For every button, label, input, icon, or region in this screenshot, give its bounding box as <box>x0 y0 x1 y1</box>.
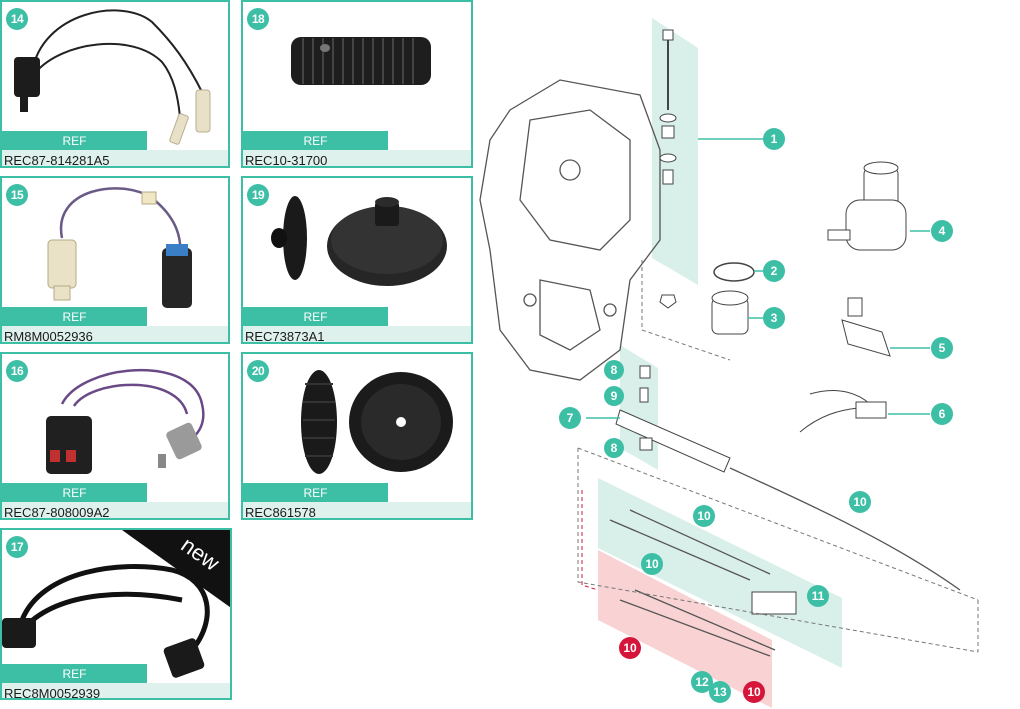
callout-7[interactable]: 7 <box>559 407 581 429</box>
callout-10a[interactable]: 10 <box>849 491 871 513</box>
sender-harness <box>799 390 887 433</box>
shift-cable <box>609 467 961 657</box>
callout-10e[interactable]: 10 <box>743 681 765 703</box>
serpentine-pulley-image <box>301 370 453 474</box>
callout-12[interactable]: 12 <box>691 671 713 693</box>
callout-1[interactable]: 1 <box>763 128 785 150</box>
product-card-20[interactable]: 20 REF REC861578 <box>241 352 473 520</box>
svg-text:10: 10 <box>747 685 761 699</box>
product-card-18[interactable]: 18 REF REC10-31700 <box>241 0 473 168</box>
svg-text:10: 10 <box>697 509 711 523</box>
wire-harness-image <box>14 9 211 145</box>
ref-label: REF <box>243 483 388 502</box>
ref-label: REF <box>2 307 147 326</box>
connector-harness-image <box>46 368 205 474</box>
ref-label: REF <box>2 131 147 150</box>
ref-label: REF <box>243 131 388 150</box>
svg-text:5: 5 <box>939 341 946 355</box>
o-ring <box>713 262 755 282</box>
callout-6[interactable]: 6 <box>931 403 953 425</box>
new-badge: new <box>122 530 230 610</box>
callout-10d[interactable]: 10 <box>619 637 641 659</box>
callout-10b[interactable]: 10 <box>693 505 715 527</box>
svg-text:11: 11 <box>812 589 825 603</box>
sensor-harness-image <box>47 187 192 308</box>
product-card-14[interactable]: 14 REF REC87-814281A5 <box>0 0 230 168</box>
callout-3[interactable]: 3 <box>763 307 785 329</box>
part-code: REC87-814281A5 <box>2 150 228 166</box>
svg-text:10: 10 <box>645 557 659 571</box>
shift-lever <box>615 365 731 473</box>
bushing <box>711 290 749 335</box>
callout-11[interactable]: 11 <box>807 585 829 607</box>
svg-text:10: 10 <box>853 495 867 509</box>
small-bracket <box>841 297 891 357</box>
svg-text:1: 1 <box>771 132 778 146</box>
pump <box>827 161 907 251</box>
part-code: REC861578 <box>243 502 471 518</box>
item-number-badge: 19 <box>247 184 269 206</box>
svg-text:12: 12 <box>695 675 709 689</box>
callout-8b[interactable]: 8 <box>604 438 624 458</box>
callout-8a[interactable]: 8 <box>604 360 624 380</box>
item-number-badge: 17 <box>6 536 28 558</box>
cable-zone-teal <box>598 478 842 668</box>
item-number-badge: 14 <box>6 8 28 30</box>
cable-zone-red <box>598 550 772 708</box>
ref-label: REF <box>243 307 388 326</box>
callout-10c[interactable]: 10 <box>641 553 663 575</box>
svg-text:7: 7 <box>567 411 574 425</box>
item-number-badge: 20 <box>247 360 269 382</box>
callout-4[interactable]: 4 <box>931 220 953 242</box>
svg-text:10: 10 <box>623 641 637 655</box>
lever-zone <box>620 345 658 470</box>
item-number-badge: 15 <box>6 184 28 206</box>
svg-text:4: 4 <box>939 224 946 238</box>
part-code: REC87-808009A2 <box>2 502 228 518</box>
svg-text:6: 6 <box>939 407 946 421</box>
product-card-16[interactable]: 16 REF REC87-808009A2 <box>0 352 230 520</box>
callout-13[interactable]: 13 <box>709 681 731 703</box>
svg-text:9: 9 <box>611 389 618 403</box>
svg-text:3: 3 <box>771 311 778 325</box>
svg-text:8: 8 <box>611 441 618 455</box>
callout-2[interactable]: 2 <box>763 260 785 282</box>
bolt-zone <box>652 18 698 285</box>
product-card-17[interactable]: new 17 REF REC8M0052939 <box>0 528 232 700</box>
part-code: REC8M0052939 <box>2 683 230 698</box>
ref-label: REF <box>2 483 147 502</box>
product-card-15[interactable]: 15 REF RM8M0052936 <box>0 176 230 344</box>
threaded-stud-image <box>291 37 431 85</box>
group-outlines <box>577 260 979 653</box>
callout-5[interactable]: 5 <box>931 337 953 359</box>
pulley-image <box>271 196 447 286</box>
exploded-diagram: 1 2 3 4 5 6 7 8 9 8 10 10 10 11 10 12 13… <box>479 18 979 708</box>
svg-text:2: 2 <box>771 264 778 278</box>
bolt-assembly <box>659 29 677 309</box>
product-card-19[interactable]: 19 REF REC73873A1 <box>241 176 473 344</box>
ref-label: REF <box>2 664 147 683</box>
part-code: REC10-31700 <box>243 150 471 166</box>
cable-clip <box>751 591 797 615</box>
bracket-housing <box>479 79 661 381</box>
svg-text:8: 8 <box>611 363 618 377</box>
item-number-badge: 16 <box>6 360 28 382</box>
extension-harness-image <box>2 564 210 678</box>
svg-text:13: 13 <box>713 685 727 699</box>
callout-9[interactable]: 9 <box>604 386 624 406</box>
item-number-badge: 18 <box>247 8 269 30</box>
part-code: REC73873A1 <box>243 326 471 342</box>
part-code: RM8M0052936 <box>2 326 228 342</box>
